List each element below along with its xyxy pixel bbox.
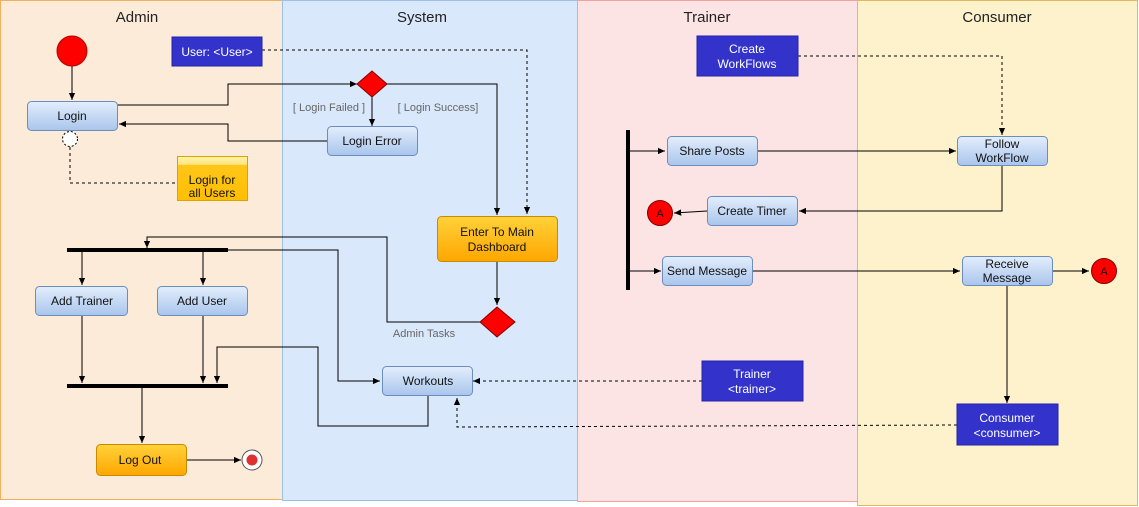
lane-admin-title: Admin: [116, 9, 159, 26]
edge-consumer-workouts: [453, 398, 958, 428]
lane-trainer: Trainer: [577, 0, 858, 502]
guard-login-failed: [ Login Failed ]: [293, 102, 365, 114]
send-message-label: Send Message: [667, 264, 747, 278]
message-connector-label: A: [1100, 266, 1108, 278]
guard-admin-tasks: Admin Tasks: [393, 328, 456, 340]
follow-workflow-line1: Follow: [985, 137, 1020, 151]
edge-note-login: [69, 147, 175, 184]
lane-consumer-title: Consumer: [962, 9, 1031, 26]
login-note-line1: Login for: [189, 173, 236, 187]
guard-login-success: [ Login Success]: [398, 102, 479, 114]
add-user-label: Add User: [177, 294, 227, 308]
add-trainer-label: Add Trainer: [51, 294, 113, 308]
log-out-label: Log Out: [119, 453, 162, 467]
fork-bar: [67, 248, 228, 252]
login-pin: [62, 131, 78, 147]
login-note: Login for all Users: [177, 156, 248, 201]
login-note-line2: all Users: [189, 186, 236, 200]
admin-tasks-decision: [479, 306, 516, 338]
send-message-action[interactable]: Send Message: [662, 256, 753, 286]
share-posts-label: Share Posts: [679, 144, 744, 158]
login-label: Login: [57, 109, 86, 123]
enter-dashboard-line2: Dashboard: [468, 240, 527, 254]
create-workflows-line2: WorkFlows: [717, 57, 776, 71]
trainer-fork-bar: [626, 130, 630, 290]
edge-fork-workouts: [228, 249, 380, 385]
final-node: [241, 449, 263, 471]
edge-workouts-join: [213, 346, 429, 427]
join-bar: [67, 384, 228, 388]
workouts-label: Workouts: [403, 374, 453, 388]
login-error-action[interactable]: Login Error: [327, 126, 418, 156]
edge-admin-decision-fork: [143, 236, 480, 323]
edges: [68, 49, 1089, 464]
edge-follow-create-timer: [799, 166, 1003, 215]
log-out-action[interactable]: Log Out: [96, 444, 187, 476]
edge-user-dashboard: [262, 49, 531, 214]
create-workflows-note: Create WorkFlows: [696, 35, 799, 77]
create-workflows-line1: Create: [729, 42, 765, 56]
edge-login-error-login: [119, 120, 327, 142]
create-timer-label: Create Timer: [717, 204, 786, 218]
enter-dashboard-line1: Enter To Main: [460, 225, 534, 239]
receive-message-line1: Receive: [985, 257, 1029, 271]
edge-decision-dashboard: [387, 83, 501, 215]
timer-connector-label: A: [656, 208, 664, 220]
consumer-note-line2: <consumer>: [974, 426, 1041, 440]
timer-connector: A: [647, 200, 673, 226]
lane-trainer-title: Trainer: [684, 9, 731, 26]
receive-message-action[interactable]: Receive Message: [962, 256, 1053, 286]
lane-system-title: System: [397, 9, 447, 26]
login-decision: [356, 70, 388, 98]
add-user-action[interactable]: Add User: [157, 286, 248, 316]
edge-workflows-follow: [798, 55, 1006, 135]
receive-message-line2: Message: [983, 271, 1032, 285]
message-connector: A: [1091, 258, 1117, 284]
edge-create-timer-connector: [673, 209, 708, 216]
login-action[interactable]: Login: [27, 101, 118, 131]
follow-workflow-action[interactable]: Follow WorkFlow: [957, 136, 1048, 166]
trainer-note: Trainer <trainer>: [701, 360, 804, 402]
share-posts-action[interactable]: Share Posts: [667, 136, 758, 166]
consumer-note-line1: Consumer: [979, 411, 1034, 425]
consumer-note: Consumer <consumer>: [956, 403, 1059, 446]
trainer-note-line1: Trainer: [733, 367, 771, 381]
workouts-action[interactable]: Workouts: [382, 366, 473, 396]
user-note: User: <User>: [171, 36, 263, 67]
create-timer-action[interactable]: Create Timer: [707, 196, 798, 226]
enter-dashboard-action[interactable]: Enter To Main Dashboard: [437, 216, 558, 262]
follow-workflow-line2: WorkFlow: [975, 151, 1028, 165]
edge-login-decision: [117, 80, 357, 106]
trainer-note-line2: <trainer>: [728, 382, 776, 396]
user-note-label: User: <User>: [181, 45, 252, 59]
add-trainer-action[interactable]: Add Trainer: [35, 286, 128, 316]
login-error-label: Login Error: [342, 134, 401, 148]
initial-node: [56, 35, 88, 67]
